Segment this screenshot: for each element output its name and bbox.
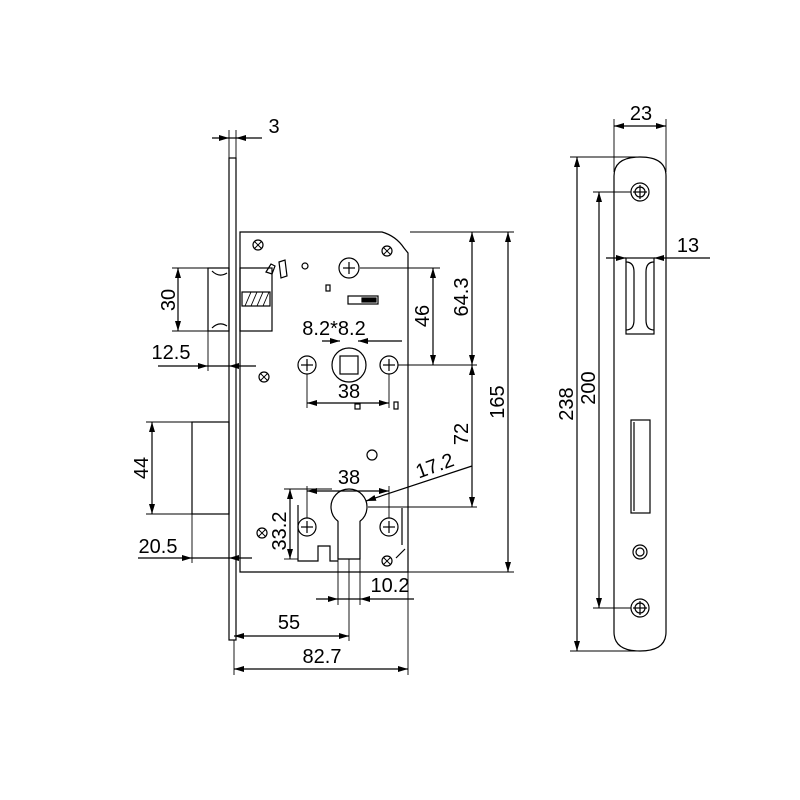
small-hole bbox=[632, 544, 648, 560]
dim-label-cylinder-width: 10.2 bbox=[371, 575, 410, 597]
fixing-screw bbox=[256, 527, 268, 539]
fixing-screw bbox=[252, 239, 264, 251]
dim-label-cylinder-height: 33.2 bbox=[269, 512, 291, 551]
dimension-cylinder-width: 10.2 bbox=[316, 559, 414, 605]
dim-label-faceplate-length: 238 bbox=[556, 387, 578, 420]
dim-label-cylinder-screw-spacing: 38 bbox=[338, 467, 360, 489]
latch-bolt bbox=[207, 267, 230, 332]
dimension-spindle-size: 8.2*8.2 bbox=[302, 318, 402, 344]
dim-label-case-depth: 82.7 bbox=[303, 646, 342, 668]
fixing-screw bbox=[381, 245, 393, 257]
dim-label-deadbolt-projection: 20.5 bbox=[139, 536, 178, 558]
dimension-deadbolt-height: 44 bbox=[131, 421, 192, 515]
dim-label-spindle-size: 8.2*8.2 bbox=[302, 318, 365, 340]
dimension-cylinder-radius: 17.2 bbox=[365, 449, 473, 502]
dimension-case-depth: 82.7 bbox=[233, 572, 409, 675]
dim-label-screw-spacing: 200 bbox=[578, 371, 600, 404]
dimension-spindle-to-cylinder: 72 bbox=[368, 365, 477, 508]
case-notch bbox=[395, 548, 406, 559]
dim-label-spindle-to-cylinder: 72 bbox=[451, 423, 473, 445]
dimension-spindle-screw-spacing: 38 bbox=[306, 374, 390, 408]
dim-label-screw-to-spindle: 46 bbox=[412, 305, 434, 327]
dimension-case-height: 165 bbox=[408, 232, 514, 573]
lock-case bbox=[239, 231, 409, 573]
latch-spring bbox=[239, 267, 273, 332]
spindle-follower bbox=[331, 347, 367, 383]
fixing-screw bbox=[381, 555, 393, 567]
leader-line bbox=[365, 465, 473, 502]
countersunk-screw-hole bbox=[630, 182, 650, 202]
screw-hole bbox=[297, 517, 317, 537]
dimension-screw-spacing: 200 bbox=[578, 191, 631, 609]
dim-label-faceplate-thickness: 3 bbox=[268, 116, 279, 138]
screw-hole bbox=[297, 355, 317, 375]
dim-label-latch-projection: 12.5 bbox=[152, 342, 191, 364]
latch-opening bbox=[625, 257, 655, 335]
cylinder-cutout bbox=[330, 488, 368, 560]
dimension-latch-height: 30 bbox=[158, 267, 208, 332]
dim-label-spindle-screw-spacing: 38 bbox=[338, 381, 360, 403]
dimension-cylinder-height: 33.2 bbox=[269, 488, 332, 560]
front-faceplate bbox=[228, 157, 237, 641]
dim-label-faceplate-width: 23 bbox=[630, 103, 652, 125]
dimension-deadbolt-projection: 20.5 bbox=[138, 514, 252, 563]
lock-mechanism bbox=[265, 259, 403, 562]
dim-label-top-to-spindle: 64.3 bbox=[451, 278, 473, 317]
dimension-backset: 55 bbox=[234, 559, 350, 641]
dimension-cylinder-screw-spacing: 38 bbox=[306, 467, 390, 518]
screw-hole bbox=[379, 517, 399, 537]
dimension-latch-projection: 12.5 bbox=[152, 331, 256, 371]
side-view: 23 13 238 200 bbox=[556, 103, 710, 652]
dim-label-backset: 55 bbox=[278, 612, 300, 634]
front-view: 3 30 12.5 44 2 bbox=[131, 116, 514, 675]
dim-label-deadbolt-height: 44 bbox=[131, 457, 153, 479]
countersunk-screw-hole bbox=[630, 598, 650, 618]
spindle-hole bbox=[339, 355, 359, 375]
deadbolt bbox=[191, 421, 230, 515]
dim-label-case-height: 165 bbox=[487, 385, 509, 418]
fixing-screw bbox=[258, 371, 270, 383]
mounting-screw-hole bbox=[338, 257, 360, 279]
side-faceplate bbox=[613, 156, 667, 652]
dimension-faceplate-length: 238 bbox=[556, 156, 640, 652]
dimension-screw-to-spindle: 46 bbox=[360, 267, 440, 365]
dim-label-latch-height: 30 bbox=[158, 289, 180, 311]
dimension-faceplate-width: 23 bbox=[613, 103, 667, 172]
deadbolt-slot bbox=[630, 419, 651, 514]
dimension-faceplate-thickness: 3 bbox=[212, 116, 280, 158]
dimension-top-to-spindle: 64.3 bbox=[398, 231, 514, 366]
screw-hole bbox=[379, 355, 399, 375]
dimension-latch-width: 13 bbox=[606, 235, 710, 261]
dim-label-latch-width: 13 bbox=[677, 235, 699, 257]
